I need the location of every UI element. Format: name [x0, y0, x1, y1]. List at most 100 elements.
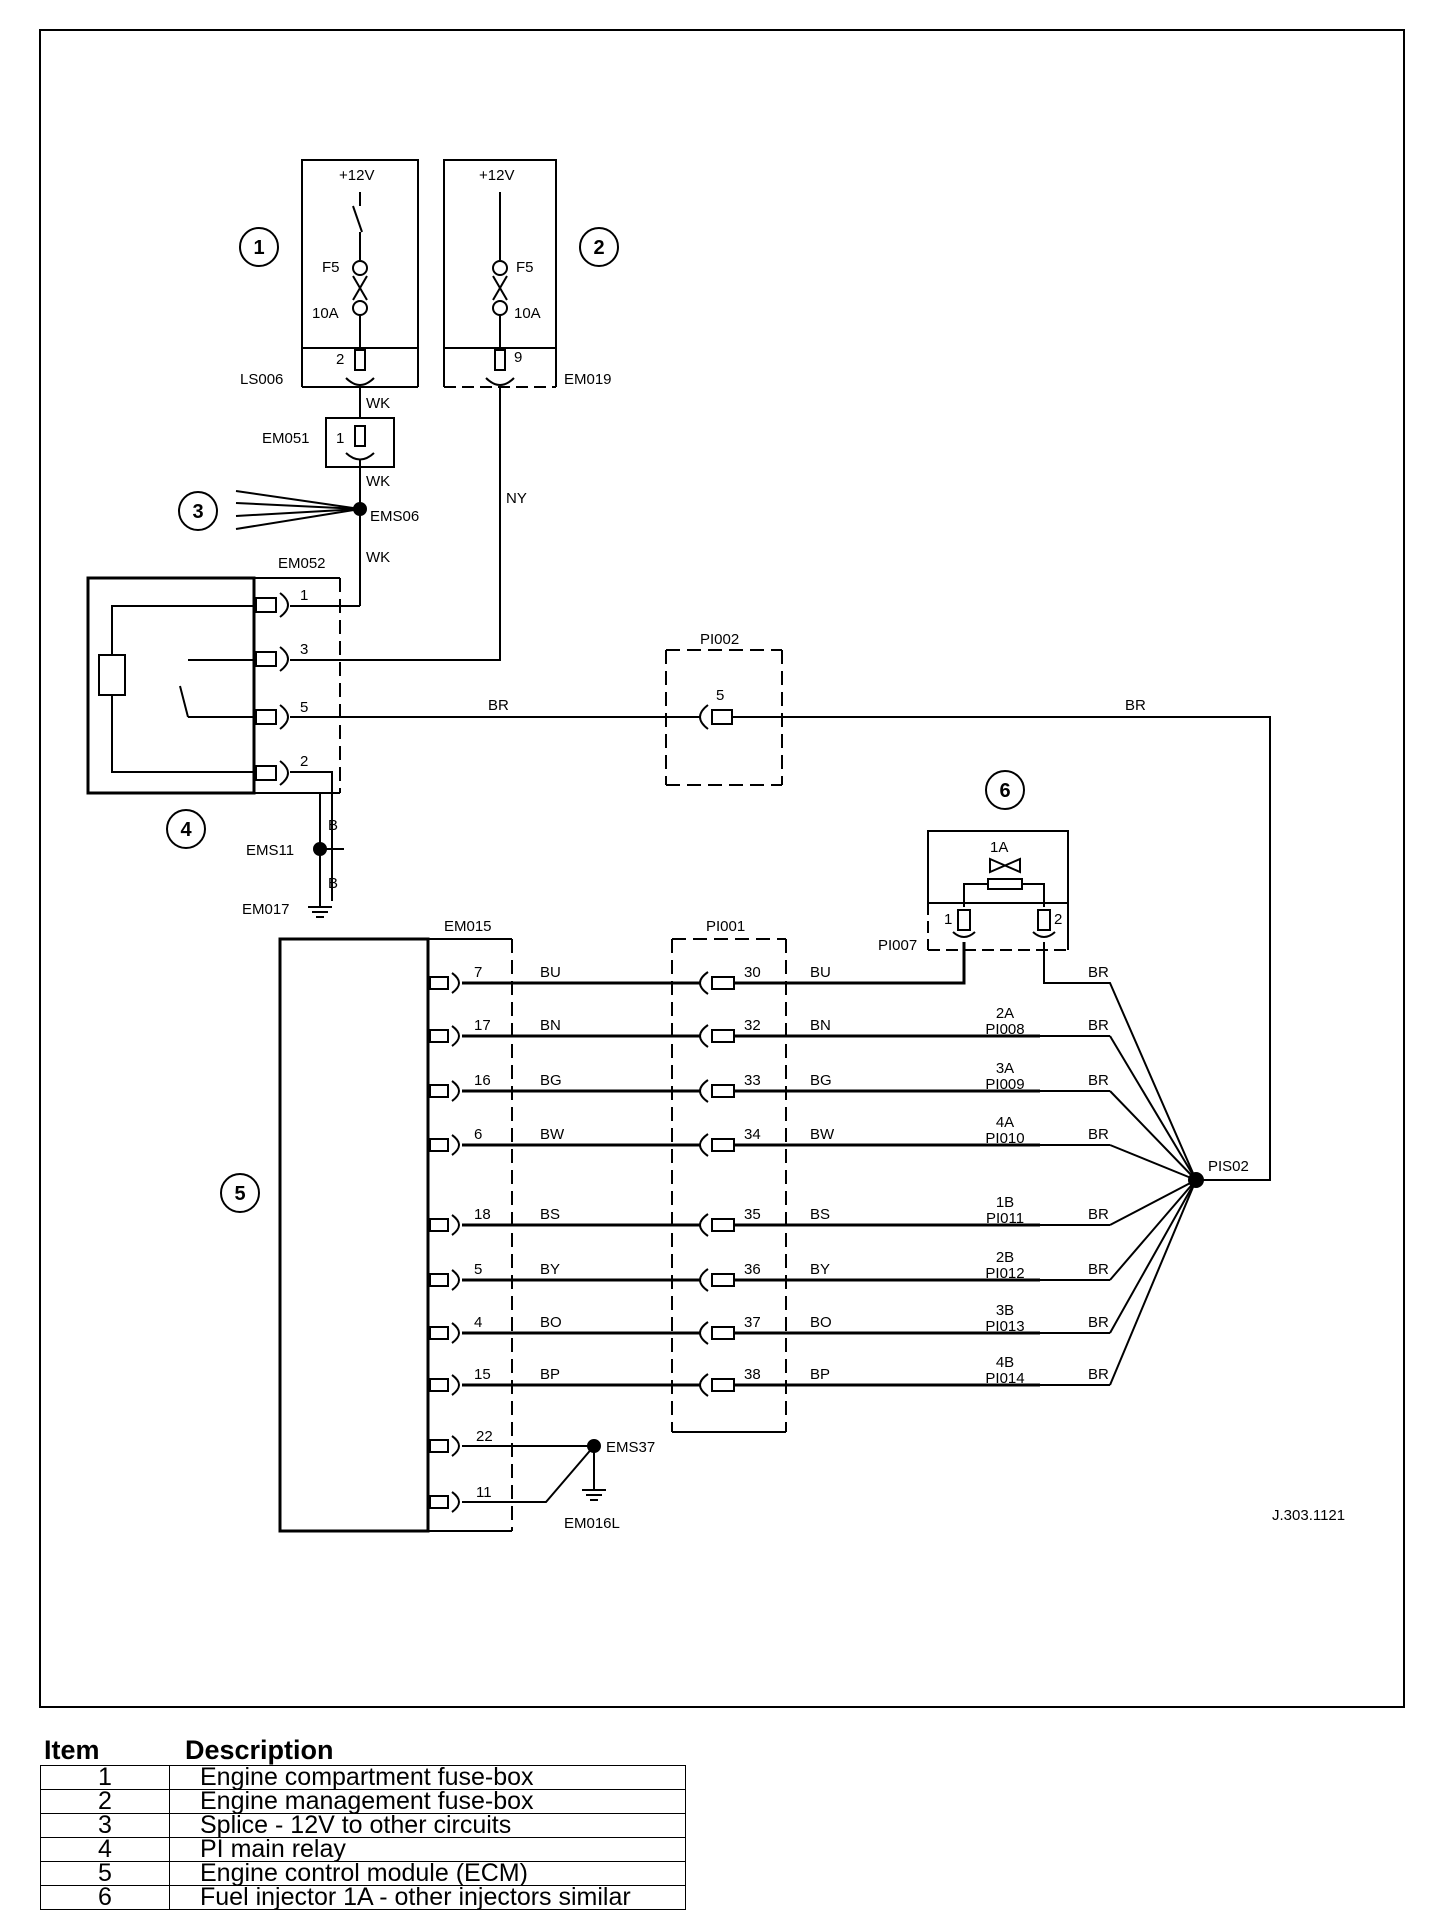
pi001-pin-label: 30 [744, 964, 761, 981]
ecm-socket [451, 1269, 460, 1291]
wiring-diagram: 7BU30BUBR17BN32BN2API008BR16BG33BG3API00… [39, 29, 1405, 1708]
wire-color-label: BU [540, 964, 561, 981]
ecm-terminal [429, 1273, 449, 1287]
injector-connector-label: PI009 [985, 1076, 1024, 1093]
injector-connector-label: PI008 [985, 1021, 1024, 1038]
connector-em051-pin: 1 [336, 430, 344, 447]
wire-color-label: BO [810, 1314, 832, 1331]
legend-item-number: 1 [40, 1765, 170, 1790]
splice-pis02-label: PIS02 [1208, 1158, 1249, 1175]
ecm-pin-label: 7 [474, 964, 482, 981]
item-marker-2-label: 2 [593, 237, 604, 259]
splice-pis02 [1188, 1172, 1204, 1188]
legend-header: Item Description [40, 1735, 686, 1765]
ecm-pin-label: 4 [474, 1314, 482, 1331]
return-wire-color-label: BR [1088, 964, 1109, 981]
ecm-socket [451, 1322, 460, 1344]
return-wire-to-splice [1109, 1144, 1197, 1181]
ground-pin-22: 22 [476, 1428, 493, 1445]
ground-em017 [308, 901, 332, 918]
pi001-terminal [711, 1138, 735, 1152]
item-marker-3 [178, 491, 218, 531]
connector-em052: EM052 [278, 555, 326, 572]
legend-item-number: 3 [40, 1813, 170, 1838]
item-marker-1 [239, 227, 279, 267]
return-wire-color-label: BR [1088, 1126, 1109, 1143]
relay-pin-3: 3 [300, 641, 308, 658]
pi001-pin-label: 37 [744, 1314, 761, 1331]
ecm-terminal [429, 1218, 449, 1232]
fuse-pin-1: 2 [336, 351, 344, 368]
ecm-pin-label: 18 [474, 1206, 491, 1223]
ecm-terminal [429, 1138, 449, 1152]
wire-color-b2: B [328, 875, 338, 892]
wire-color-label: BN [810, 1017, 831, 1034]
pi001-terminal [711, 1084, 735, 1098]
wire-color-label: BN [540, 1017, 561, 1034]
voltage-label-1: +12V [339, 167, 374, 184]
connector-pi002: PI002 [700, 631, 739, 648]
wire-color-label: BG [540, 1072, 562, 1089]
wire-color-label: BS [540, 1206, 560, 1223]
ecm-pin-label: 16 [474, 1072, 491, 1089]
ecm-terminal [429, 1084, 449, 1098]
wire-color-label: BY [810, 1261, 830, 1278]
ecm-ground-pins [429, 1435, 595, 1513]
relay-pin-1: 1 [300, 587, 308, 604]
ecm-socket [451, 1214, 460, 1236]
wire-color-label: BW [540, 1126, 565, 1143]
injector-pin-1: 1 [944, 911, 952, 928]
item-marker-6 [985, 770, 1025, 810]
injector-id-label: 4B [996, 1354, 1014, 1371]
connector-pi007: PI007 [878, 937, 917, 954]
ecm-pin-label: 17 [474, 1017, 491, 1034]
injector-connector-label: PI010 [985, 1130, 1024, 1147]
injector-id-label: 1B [996, 1194, 1014, 1211]
item-marker-3-label: 3 [192, 501, 203, 523]
ecm-socket [451, 1134, 460, 1156]
connector-em019: EM019 [564, 371, 612, 388]
pi002-connector [665, 649, 783, 786]
wire-color-br-right: BR [1125, 697, 1146, 714]
ecm-module [278, 937, 430, 1533]
return-wire-color-label: BR [1088, 1072, 1109, 1089]
wire-color-label: BW [810, 1126, 835, 1143]
pi001-socket [699, 1373, 709, 1397]
return-wire-color-label: BR [1088, 1261, 1109, 1278]
wire-color-label: BO [540, 1314, 562, 1331]
injector-id-label: 4A [996, 1114, 1014, 1131]
wire-color-br-left: BR [488, 697, 509, 714]
wire-color-label: BP [810, 1366, 830, 1383]
item-marker-4-label: 4 [180, 819, 192, 841]
pi001-socket [699, 1213, 709, 1237]
injector-connector-label: PI011 [986, 1210, 1024, 1227]
injector-id-label: 3B [996, 1302, 1014, 1319]
relay-pin-2: 2 [300, 753, 308, 770]
pi001-socket [699, 1321, 709, 1345]
pi001-socket [699, 1079, 709, 1103]
splice-3-wires [235, 490, 361, 530]
em015-connector [428, 938, 513, 1532]
wire-color-label: BP [540, 1366, 560, 1383]
pi001-socket [699, 1024, 709, 1048]
pi001-terminal [711, 1378, 735, 1392]
legend-item-description: Engine compartment fuse-box [169, 1765, 686, 1790]
legend-header-item: Item [44, 1735, 100, 1765]
return-wire-to-splice [1109, 1179, 1197, 1281]
connector-em051: EM051 [262, 430, 310, 447]
pi001-connector [671, 938, 787, 1433]
wire-color-label: BG [810, 1072, 832, 1089]
item-marker-5-label: 5 [234, 1183, 245, 1205]
ecm-pin-label: 5 [474, 1261, 482, 1278]
injector-connector-label: PI012 [985, 1265, 1024, 1282]
wire-color-wk3: WK [366, 549, 390, 566]
injector-connector-label: PI013 [985, 1318, 1024, 1335]
injector-id-label: 2A [996, 1005, 1014, 1022]
fuse-id-2: F5 [516, 259, 534, 276]
ny-wire [290, 388, 501, 661]
